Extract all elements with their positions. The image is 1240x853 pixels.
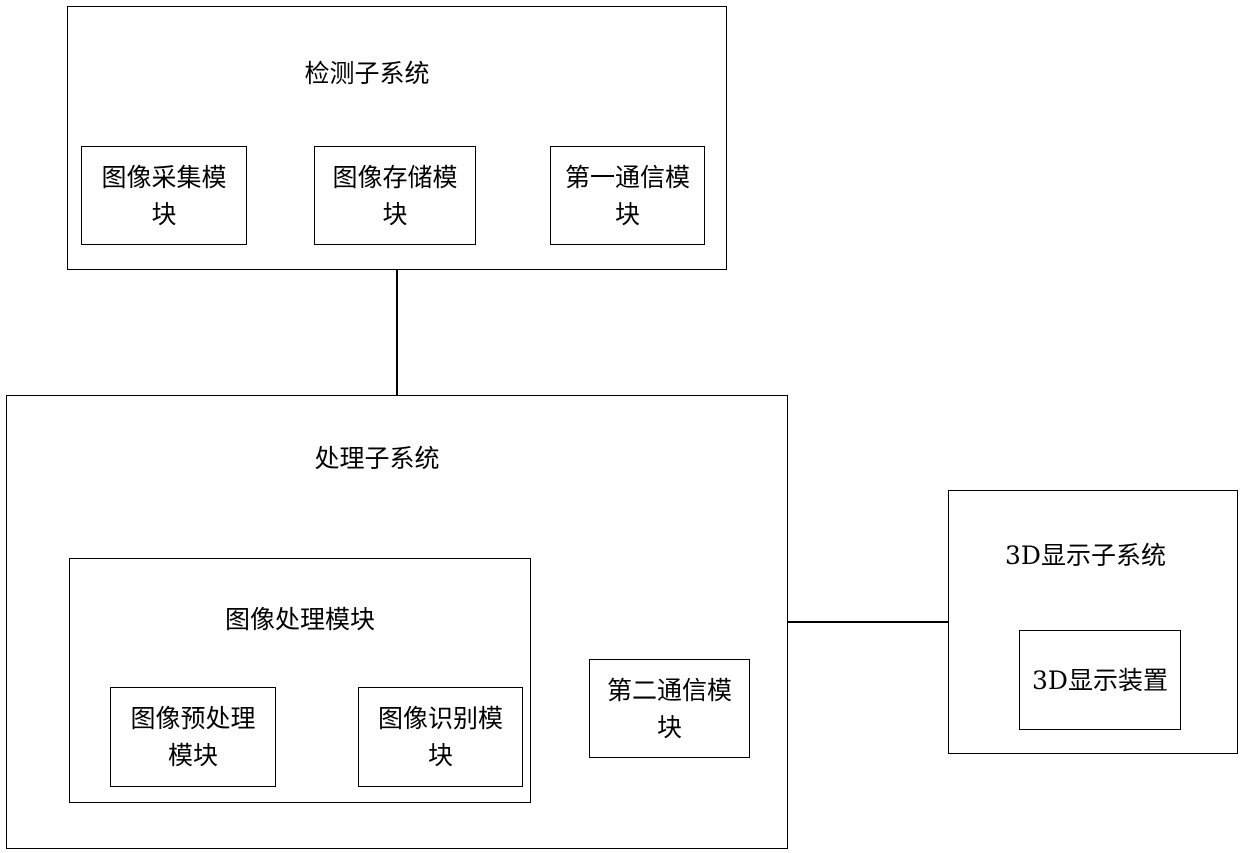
display-subsystem-title: 3D显示子系统 [934,541,1237,571]
3d-display-device-label: 3D显示装置 [1032,662,1168,699]
3d-display-device: 3D显示装置 [1019,630,1181,730]
first-communication-module: 第一通信模块 [550,146,705,245]
image-storage-module: 图像存储模块 [314,146,476,245]
detection-processing-connector [396,270,398,396]
second-communication-module-label: 第二通信模块 [596,672,743,746]
detection-subsystem-title: 检测子系统 [8,59,726,89]
image-acquisition-module-label: 图像采集模块 [90,159,238,233]
image-preprocessing-module: 图像预处理模块 [110,687,276,787]
image-preprocessing-module-label: 图像预处理模块 [121,700,265,774]
processing-display-connector [788,621,948,623]
second-communication-module: 第二通信模块 [589,659,750,758]
first-communication-module-label: 第一通信模块 [565,159,690,233]
image-storage-module-label: 图像存储模块 [321,159,469,233]
processing-subsystem-title: 处理子系统 [0,444,787,474]
image-acquisition-module: 图像采集模块 [81,146,247,245]
image-recognition-module: 图像识别模块 [358,687,523,787]
image-recognition-module-label: 图像识别模块 [367,700,514,774]
image-processing-module-title: 图像处理模块 [70,605,530,635]
